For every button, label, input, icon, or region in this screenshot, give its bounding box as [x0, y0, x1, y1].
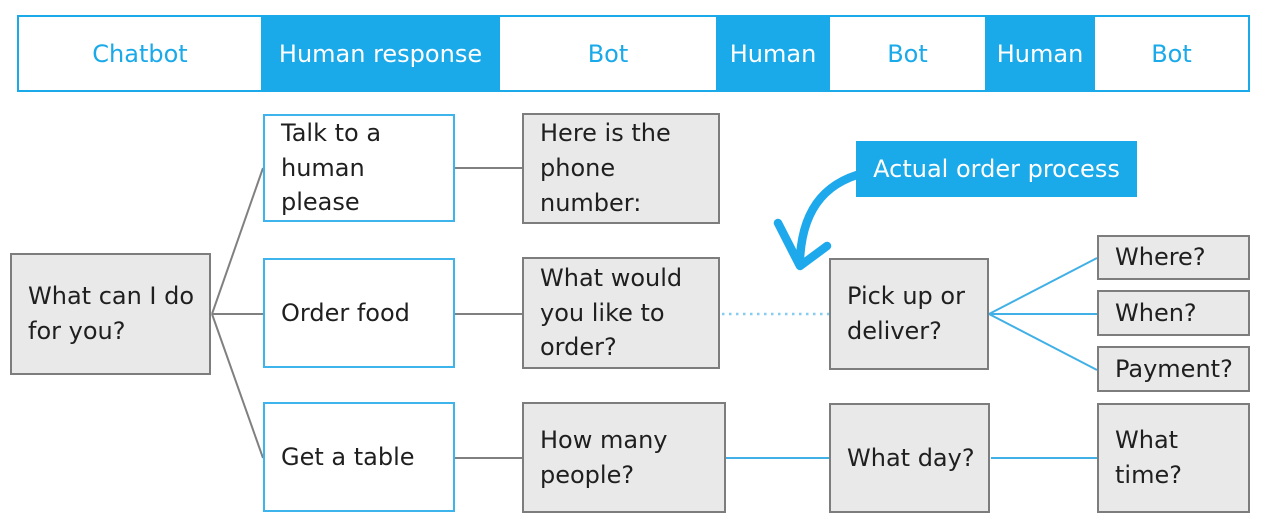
header-segment-label: Human: [729, 39, 817, 68]
annotation-label: Actual order process: [856, 141, 1137, 197]
flow-box-where: Where?: [1097, 235, 1250, 280]
flow-box-get-a-table: Get a table: [263, 402, 455, 512]
header-segment-label: Bot: [1151, 39, 1192, 68]
flow-box-when: When?: [1097, 290, 1250, 336]
flow-box-what-to-order: What would you like to order?: [522, 257, 720, 369]
flow-box-root: What can I do for you?: [10, 253, 211, 375]
header-segment: Human: [985, 17, 1095, 90]
flow-box-payment: Payment?: [1097, 346, 1250, 392]
flow-box-talk-to-human: Talk to a human please: [263, 114, 455, 222]
flow-box-order-food: Order food: [263, 258, 455, 368]
header-segment-label: Bot: [887, 39, 928, 68]
header-segment: Human response: [261, 17, 500, 90]
flow-box-what-time: What time?: [1097, 403, 1250, 513]
header-segment-label: Human response: [278, 39, 483, 68]
header-segment: Bot: [830, 17, 985, 90]
header-segment: Chatbot: [19, 17, 261, 90]
flow-box-what-day: What day?: [829, 403, 990, 513]
header-segment: Human: [716, 17, 830, 90]
header-segment: Bot: [500, 17, 716, 90]
flow-box-how-many-people: How many people?: [522, 402, 726, 513]
header-segment-label: Human: [996, 39, 1084, 68]
header-segment-label: Chatbot: [92, 39, 188, 68]
flow-box-phone-number: Here is the phone number:: [522, 113, 720, 224]
conversation-role-bar: Chatbot Human response Bot Human Bot Hum…: [17, 15, 1250, 92]
header-segment: Bot: [1095, 17, 1248, 90]
flow-box-pickup-or-deliver: Pick up or deliver?: [829, 258, 989, 370]
header-segment-label: Bot: [587, 39, 629, 68]
